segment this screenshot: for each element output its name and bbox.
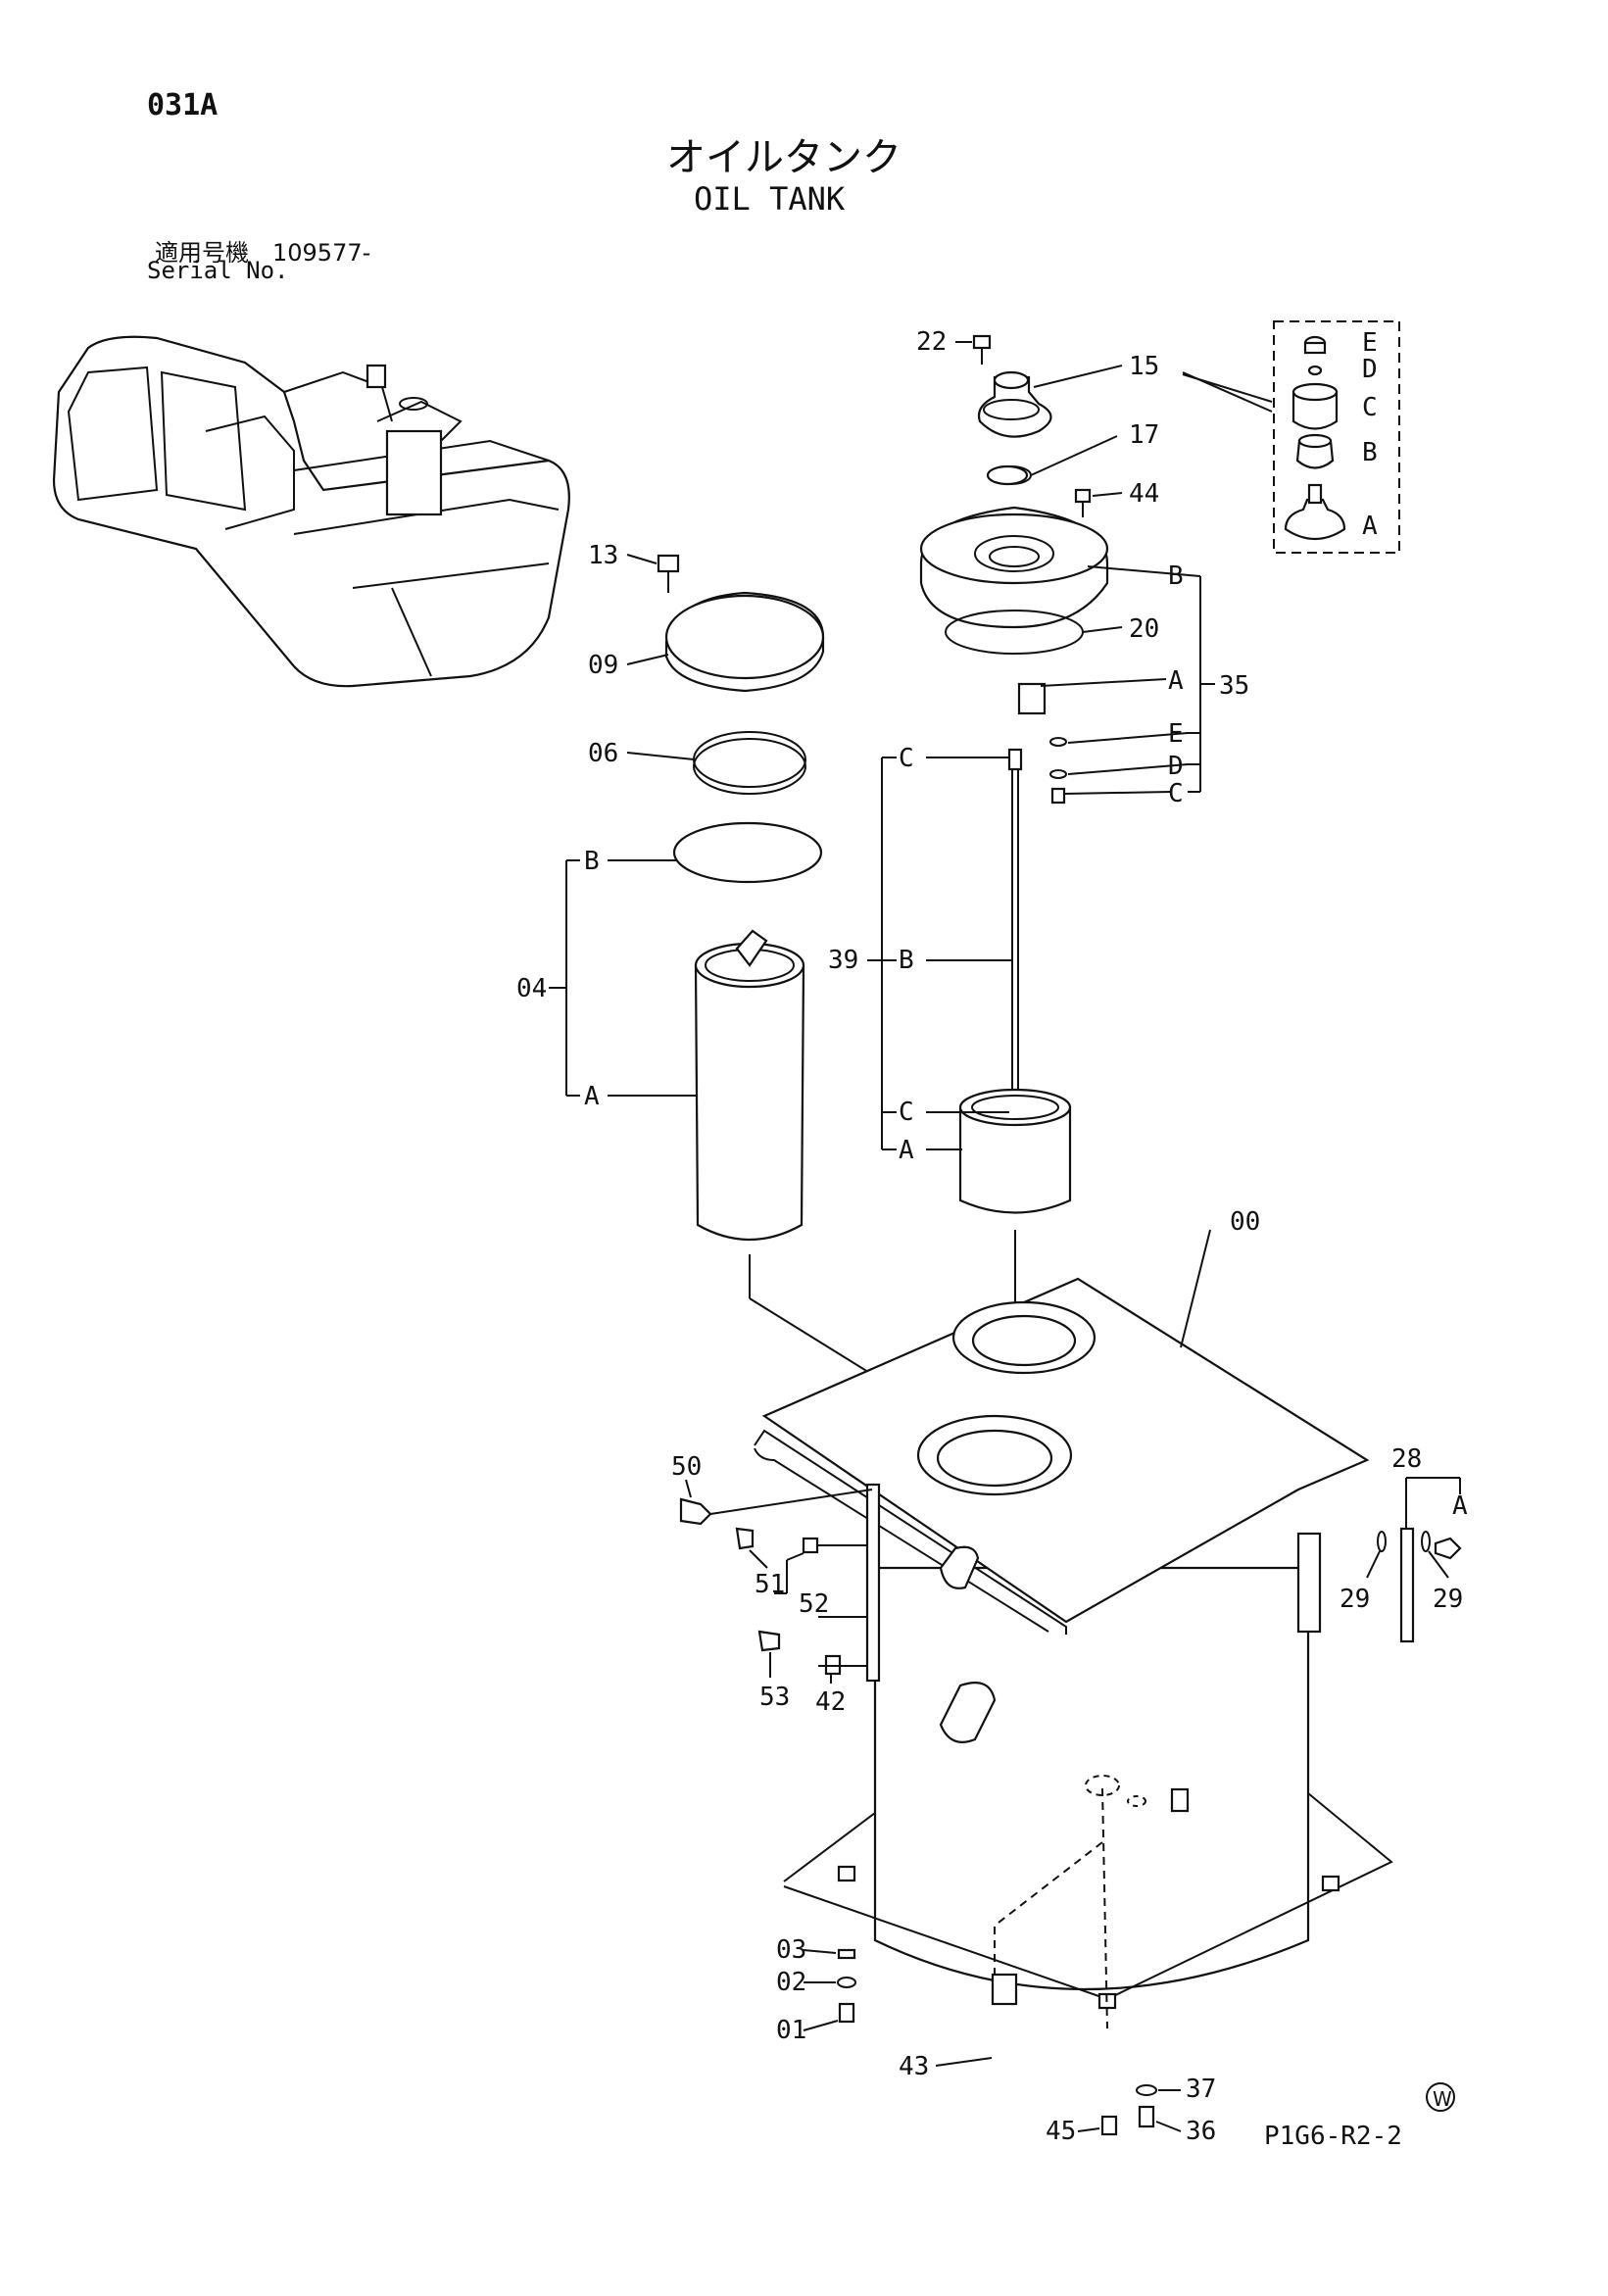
label-01: 01 <box>776 2016 806 2045</box>
label-20: 20 <box>1129 614 1159 644</box>
sub-28-A: A <box>1452 1491 1468 1521</box>
label-29-right: 29 <box>1433 1585 1463 1614</box>
label-13: 13 <box>588 541 618 570</box>
title-japanese: オイルタンク <box>666 135 901 180</box>
title-english: OIL TANK <box>694 180 846 218</box>
sub-35-A: A <box>1168 666 1184 696</box>
page-reference: 031A <box>147 88 219 122</box>
part-44-screw <box>1074 488 1092 517</box>
label-06: 06 <box>588 739 618 768</box>
part-09-cover <box>664 591 825 693</box>
sub-39-A: A <box>899 1136 914 1165</box>
sub-parts-box <box>1182 320 1400 554</box>
label-28: 28 <box>1391 1444 1422 1474</box>
serial-number-label: Serial No. <box>147 257 289 284</box>
label-50: 50 <box>671 1452 702 1482</box>
label-45: 45 <box>1046 2117 1076 2146</box>
sub-15-A: A <box>1362 512 1378 541</box>
label-43: 43 <box>899 2052 929 2081</box>
label-44: 44 <box>1129 479 1159 509</box>
part-17-gasket <box>986 464 1029 486</box>
label-35: 35 <box>1219 671 1249 701</box>
part-06-ring <box>693 731 806 795</box>
drawing-code: P1G6-R2-2 <box>1264 2122 1402 2151</box>
sub-15-B: B <box>1362 438 1378 467</box>
label-17: 17 <box>1129 420 1159 450</box>
sub-35-E: E <box>1168 719 1184 749</box>
part-04b-seal <box>672 821 823 884</box>
label-09: 09 <box>588 651 618 680</box>
sub-04-A: A <box>584 1082 600 1111</box>
part-39-strainer <box>958 748 1072 1318</box>
sub-15-C: C <box>1362 393 1378 422</box>
label-37: 37 <box>1186 2075 1216 2104</box>
label-42: 42 <box>815 1687 846 1717</box>
label-15: 15 <box>1129 352 1159 381</box>
part-13-bolt <box>657 554 680 593</box>
label-39: 39 <box>828 946 858 975</box>
leader-lines <box>549 341 1461 2132</box>
part-00-tank <box>754 1277 1415 2029</box>
excavator-thumbnail <box>52 335 570 688</box>
sub-35-C: C <box>1168 779 1184 808</box>
fittings-50-53 <box>679 1497 1462 2136</box>
label-52: 52 <box>799 1589 829 1619</box>
label-36: 36 <box>1186 2117 1216 2146</box>
part-15-breather <box>977 370 1052 485</box>
label-51: 51 <box>755 1570 785 1599</box>
sub-04-B: B <box>584 847 600 876</box>
label-03: 03 <box>776 1935 806 1965</box>
svg-text:W: W <box>1433 2087 1452 2111</box>
label-22: 22 <box>916 327 947 357</box>
sub-39-C-bottom: C <box>899 1098 914 1127</box>
label-00: 00 <box>1230 1207 1260 1237</box>
sub-15-D: D <box>1362 355 1378 384</box>
w-mark: W <box>1426 2082 1455 2112</box>
sub-39-B: B <box>899 946 914 975</box>
part-35-cover <box>919 506 1109 805</box>
sub-39-C-top: C <box>899 744 914 773</box>
label-53: 53 <box>759 1683 790 1712</box>
sub-part-letters: E D C B A B A E D C C B C A B A A <box>584 328 1468 1521</box>
label-29-left: 29 <box>1340 1585 1370 1614</box>
sub-15-E: E <box>1362 328 1378 358</box>
sub-35-D: D <box>1168 752 1184 781</box>
label-02: 02 <box>776 1968 806 1997</box>
label-04: 04 <box>516 974 547 1003</box>
serial-applicable-label: 適用号機 109577- <box>155 239 371 267</box>
part-labels: 22 15 17 44 13 09 20 35 06 04 39 00 50 5… <box>516 327 1463 2146</box>
part-22-screw <box>972 334 992 365</box>
sub-35-B: B <box>1168 562 1184 591</box>
